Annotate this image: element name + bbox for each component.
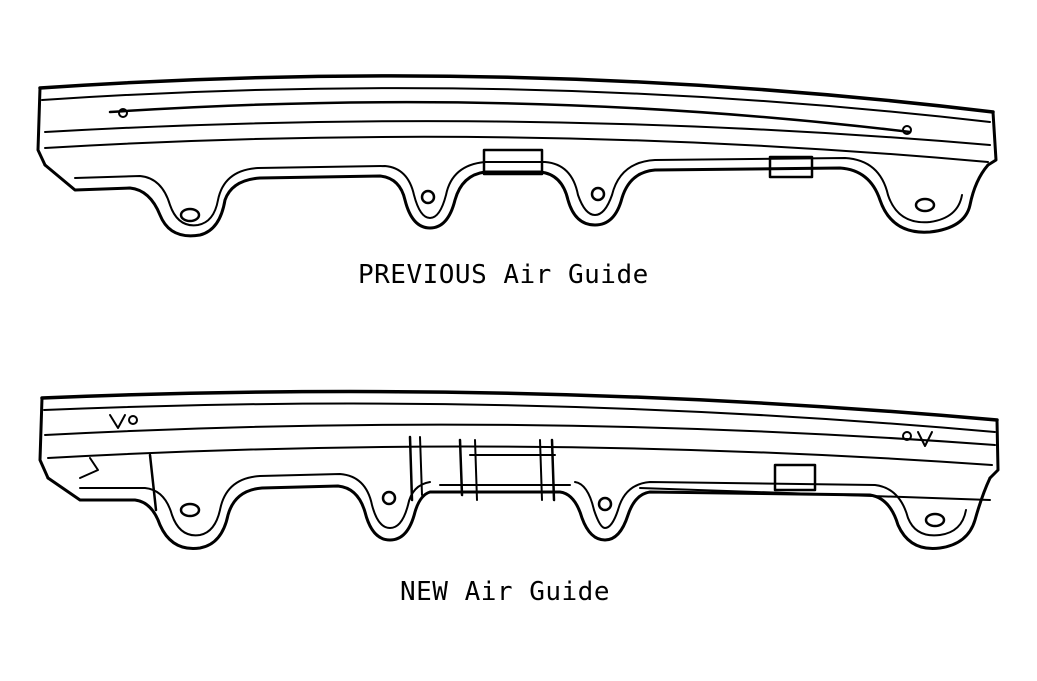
- new-air-guide-drawing: [38, 389, 1000, 551]
- new-air-guide-caption: NEW Air Guide: [400, 577, 610, 607]
- previous-air-guide-caption: PREVIOUS Air Guide: [358, 260, 649, 290]
- previous-air-guide-drawing: [36, 74, 998, 238]
